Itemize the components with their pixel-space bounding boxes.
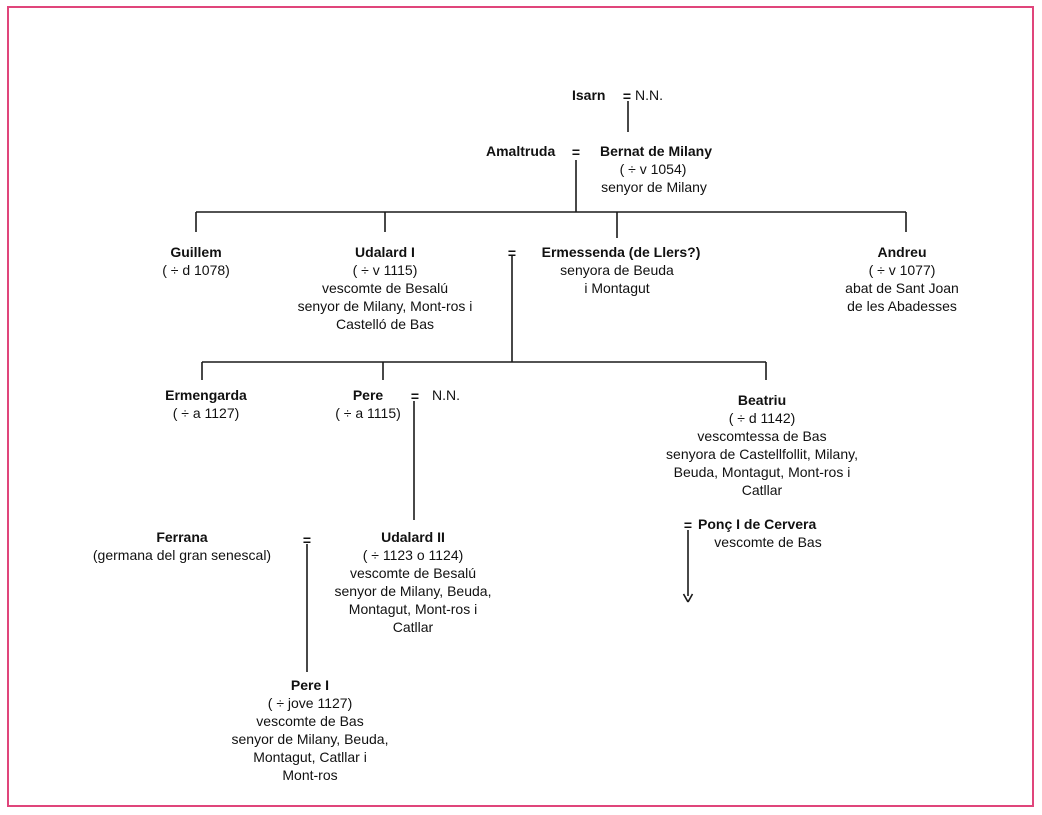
ermengarda-name: Ermengarda [165, 387, 247, 403]
udalard1-line-1: vescomte de Besalú [321, 280, 449, 296]
beatriu-line-3: Beuda, Montagut, Mont-ros i [673, 464, 851, 480]
ermessenda-name: Ermessenda (de Llers?) [541, 244, 701, 260]
andreu-name: Andreu [877, 244, 927, 260]
bernat-dates: ( ÷ v 1054) [619, 161, 687, 177]
udalard1-dates: ( ÷ v 1115) [352, 262, 418, 278]
pere1-name: Pere I [290, 677, 330, 693]
guillem-dates: ( ÷ d 1078) [162, 262, 230, 278]
beatriu-line-2: senyora de Castellfollit, Milany, [666, 446, 858, 462]
pere-marriage-symbol: = [410, 388, 420, 404]
ferrana-marriage-symbol: = [302, 532, 312, 548]
udalard2-line-1: vescomte de Besalú [349, 565, 477, 581]
udalard1-line-3: Castelló de Bas [335, 316, 435, 332]
isarn-marriage-symbol: = [622, 88, 632, 104]
bernat-name: Bernat de Milany [599, 143, 713, 159]
ermessenda-line-2: i Montagut [584, 280, 650, 296]
isarn-spouse-name: N.N. [635, 87, 663, 103]
ponc-title: vescomte de Bas [714, 534, 822, 550]
beatriu-line-1: vescomtessa de Bas [697, 428, 827, 444]
bernat-marriage-symbol: = [571, 144, 581, 160]
ermessenda-line-1: senyora de Beuda [560, 262, 674, 278]
beatriu-dates: ( ÷ d 1142) [728, 410, 796, 426]
beatriu-name: Beatriu [737, 392, 787, 408]
udalard1-line-2: senyor de Milany, Mont-ros i [297, 298, 473, 314]
andreu-dates: ( ÷ v 1077) [868, 262, 936, 278]
amaltruda-name: Amaltruda [486, 143, 556, 159]
continuation-arrow-left [682, 593, 689, 603]
pere-name: Pere [352, 387, 384, 403]
pere-spouse-name: N.N. [432, 387, 460, 403]
ponc-name: Ponç I de Cervera [698, 516, 817, 532]
udalard2-line-3: Montagut, Mont-ros i [348, 601, 478, 617]
pere1-line-2: senyor de Milany, Beuda, [231, 731, 389, 747]
bernat-title: senyor de Milany [601, 179, 707, 195]
diagram-frame [7, 6, 1034, 807]
pere1-dates: ( ÷ jove 1127) [267, 695, 353, 711]
andreu-line-1: abat de Sant Joan [845, 280, 959, 296]
ferrana-name: Ferrana [156, 529, 208, 545]
udalard2-dates: ( ÷ 1123 o 1124) [362, 547, 464, 563]
udalard1-name: Udalard I [355, 244, 415, 260]
isarn-name: Isarn [572, 87, 606, 103]
udalard2-name: Udalard II [381, 529, 445, 545]
udalard2-line-2: senyor de Milany, Beuda, [334, 583, 492, 599]
pere1-line-1: vescomte de Bas [256, 713, 364, 729]
andreu-line-2: de les Abadesses [847, 298, 957, 314]
continuation-arrow-right [687, 593, 694, 603]
pere1-line-3: Montagut, Catllar i [253, 749, 367, 765]
beatriu-line-4: Catllar [741, 482, 783, 498]
ponc-marriage-symbol: = [683, 517, 693, 533]
guillem-name: Guillem [170, 244, 222, 260]
ermessenda-marriage-symbol: = [507, 245, 517, 261]
ermengarda-dates: ( ÷ a 1127) [172, 405, 240, 421]
ferrana-note: (germana del gran senescal) [92, 547, 272, 563]
pere-dates: ( ÷ a 1115) [335, 405, 401, 421]
pere1-line-4: Mont-ros [282, 767, 338, 783]
udalard2-line-4: Catllar [392, 619, 434, 635]
